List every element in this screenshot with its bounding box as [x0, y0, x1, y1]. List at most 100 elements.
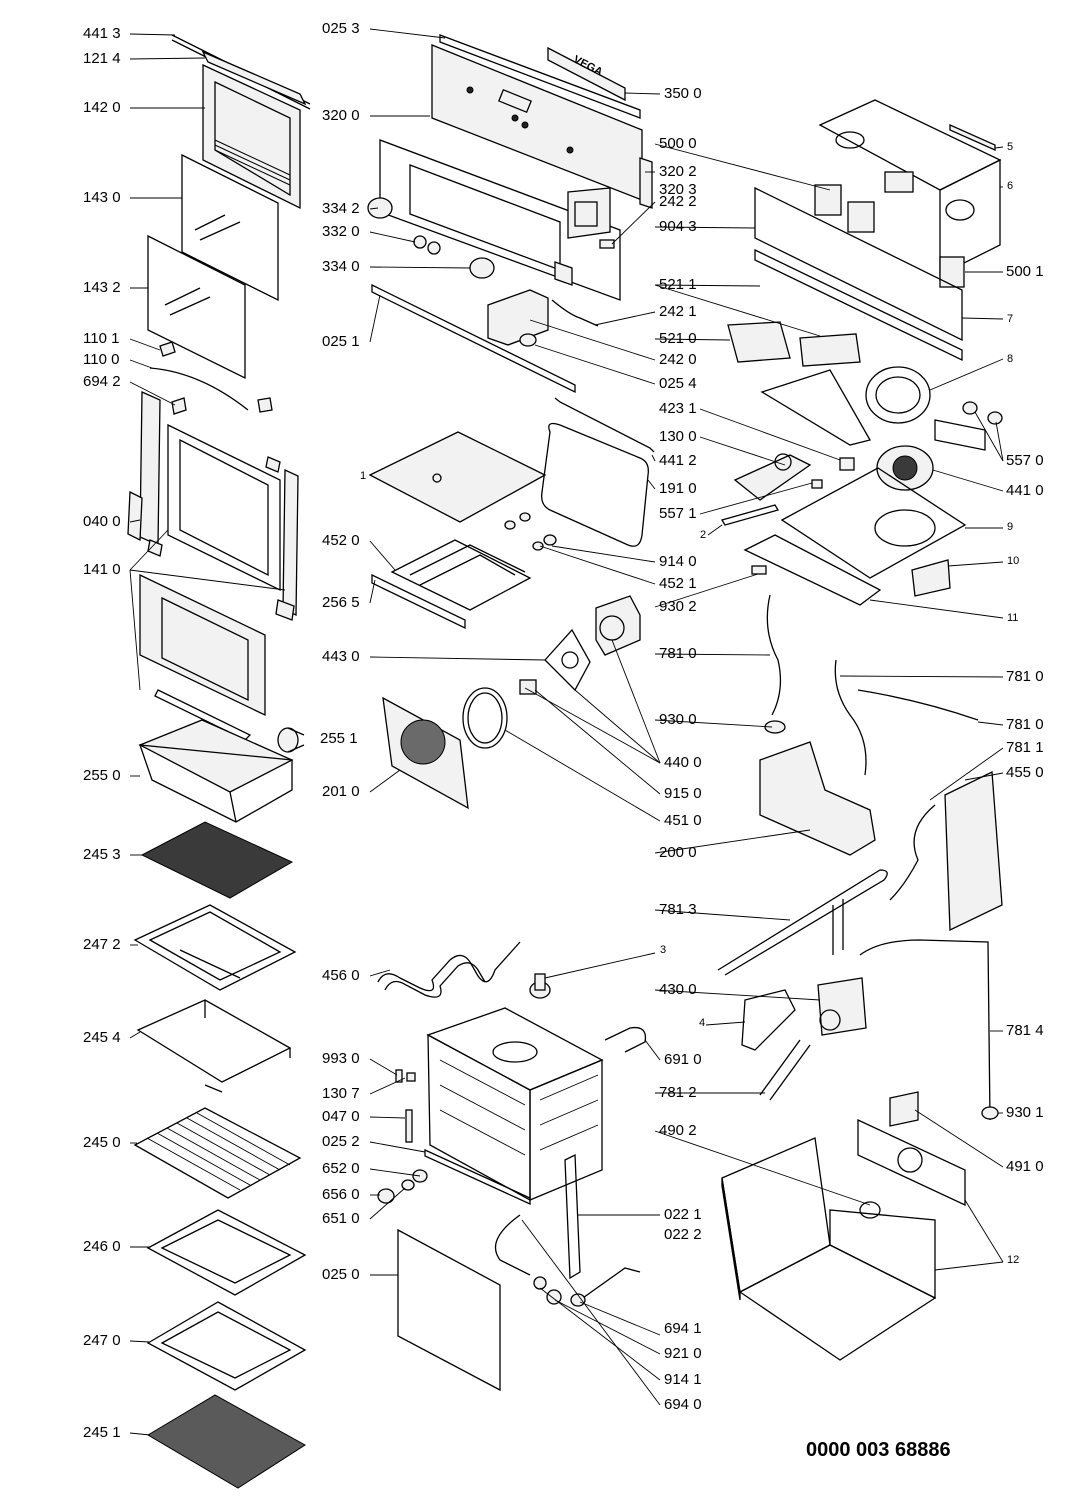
label-521-0: 521 0	[659, 330, 697, 347]
side-rail	[564, 1153, 581, 1280]
label-12: 12	[1007, 1254, 1020, 1266]
label-025-4: 025 4	[659, 375, 697, 392]
label-025-1: 025 1	[322, 333, 360, 350]
label-022-2: 022 2	[664, 1226, 702, 1243]
label-557-0: 557 0	[1006, 452, 1044, 469]
label-255-1: 255 1	[320, 730, 358, 747]
hose-clamp-930	[764, 720, 786, 734]
label-022-1: 022 1	[664, 1206, 702, 1223]
label-656-0: 656 0	[322, 1186, 360, 1203]
relay-module	[733, 453, 812, 501]
baking-tray-a	[133, 904, 297, 991]
label-651-0: 651 0	[322, 1210, 360, 1227]
label-930-1: 930 1	[1006, 1104, 1044, 1121]
label-143-2: 143 2	[83, 279, 121, 296]
label-255-0: 255 0	[83, 767, 121, 784]
label-781-4: 781 4	[1006, 1022, 1044, 1039]
label-1: 1	[360, 470, 367, 482]
hose-781-0-c	[857, 689, 979, 721]
cavity-lamp	[604, 1026, 647, 1053]
fan-housing	[382, 696, 469, 810]
upper-frame	[818, 99, 1002, 277]
wire-rack-a	[136, 999, 292, 1093]
label-557-1: 557 1	[659, 505, 697, 522]
label-3: 3	[660, 944, 667, 956]
label-11: 11	[1007, 612, 1019, 624]
door-hinge-bracket	[201, 50, 307, 106]
label-047-0: 047 0	[322, 1108, 360, 1125]
hinge-parts	[377, 1169, 428, 1204]
duct-strip-2	[721, 504, 779, 526]
door-side-frame	[127, 391, 299, 621]
tangential-fan	[876, 445, 934, 491]
hose-781-0-a	[766, 594, 782, 716]
cooling-fan-plate	[760, 366, 931, 446]
lower-panel-rail	[371, 283, 576, 394]
outer-cabinet	[721, 1137, 937, 1361]
elbow-hose	[889, 804, 936, 901]
label-452-1: 452 1	[659, 575, 697, 592]
label-915-0: 915 0	[664, 785, 702, 802]
label-245-0: 245 0	[83, 1134, 121, 1151]
deep-tray	[138, 719, 294, 823]
switch-modules	[814, 171, 965, 288]
top-trim-strip	[439, 34, 641, 119]
label-025-2: 025 2	[322, 1133, 360, 1150]
label-025-0: 025 0	[322, 1266, 360, 1283]
label-500-0: 500 0	[659, 135, 697, 152]
label-500-1: 500 1	[1006, 263, 1044, 280]
sensor-wire	[551, 299, 599, 327]
bracket-10	[911, 559, 951, 597]
label-652-0: 652 0	[322, 1160, 360, 1177]
water-tank-455	[944, 770, 1003, 932]
label-245-3: 245 3	[83, 846, 121, 863]
baking-tray-b	[146, 1209, 307, 1296]
label-10: 10	[1007, 555, 1020, 567]
label-242-1: 242 1	[659, 303, 697, 320]
lower-duct	[743, 534, 882, 606]
wire-rack-b	[133, 1107, 302, 1199]
label-130-0: 130 0	[659, 428, 697, 445]
label-332-0: 332 0	[322, 223, 360, 240]
label-5: 5	[1007, 141, 1014, 153]
label-242-2: 242 2	[659, 193, 697, 210]
baking-tray-c	[146, 1301, 307, 1391]
label-993-0: 993 0	[322, 1050, 360, 1067]
label-781-3: 781 3	[659, 901, 697, 918]
label-242-0: 242 0	[659, 351, 697, 368]
fan-motor	[595, 595, 641, 656]
label-246-0: 246 0	[83, 1238, 121, 1255]
small-bracket-5	[949, 123, 996, 152]
label-451-0: 451 0	[664, 812, 702, 829]
heat-shield	[371, 573, 466, 630]
outer-door-glass	[202, 63, 301, 210]
top-thermostat	[529, 973, 551, 999]
label-334-0: 334 0	[322, 258, 360, 275]
label-694-1: 694 1	[664, 1320, 702, 1337]
label-7: 7	[1007, 313, 1014, 325]
label-455-0: 455 0	[1006, 764, 1044, 781]
label-4: 4	[699, 1017, 706, 1029]
hose-clamp-top	[751, 565, 767, 575]
label-781-1: 781 1	[1006, 739, 1044, 756]
hose-781-3	[717, 869, 888, 976]
label-914-0: 914 0	[659, 553, 697, 570]
label-930-0: 930 0	[659, 711, 697, 728]
label-921-0: 921 0	[664, 1345, 702, 1362]
label-247-0: 247 0	[83, 1332, 121, 1349]
label-6: 6	[1007, 180, 1014, 192]
small-connector	[599, 239, 615, 249]
bracket-4	[741, 989, 796, 1051]
grill-mesh	[140, 821, 294, 899]
timer-module	[487, 289, 549, 347]
label-440-0: 440 0	[664, 754, 702, 771]
label-441-3: 441 3	[83, 25, 121, 42]
inner-door-glass	[147, 234, 246, 380]
label-191-0: 191 0	[659, 480, 697, 497]
label-130-7: 130 7	[322, 1085, 360, 1102]
label-914-1: 914 1	[664, 1371, 702, 1388]
circuit-boards	[727, 321, 861, 367]
label-930-2: 930 2	[659, 598, 697, 615]
label-452-0: 452 0	[322, 532, 360, 549]
